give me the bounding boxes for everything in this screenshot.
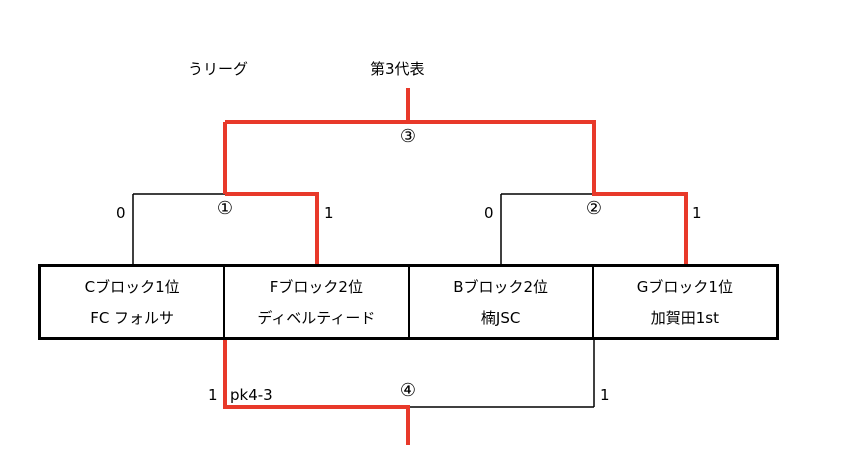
team-cell: Fブロック2位 ディベルティード (225, 267, 410, 337)
team-cell: Gブロック1位 加賀田1st (594, 267, 776, 337)
score-m4-pk: pk4-3 (230, 386, 273, 404)
score-m4-left: 1 (208, 386, 218, 404)
winner-path-m2 (408, 120, 688, 264)
team-block: Cブロック1位 (84, 278, 180, 296)
team-block: Bブロック2位 (453, 278, 549, 296)
rep-label: 第3代表 (370, 60, 425, 78)
team-name: 加賀田1st (650, 309, 719, 327)
score-m1-left: 0 (116, 204, 126, 222)
team-name: FC フォルサ (90, 309, 175, 327)
winner-path-m1 (225, 192, 319, 264)
team-block: Gブロック1位 (636, 278, 733, 296)
team-block: Fブロック2位 (269, 278, 363, 296)
winner-path-m3-final (225, 88, 410, 124)
league-label: うリーグ (188, 60, 249, 78)
winner-path-m4 (223, 340, 410, 445)
team-cell: Cブロック1位 FC フォルサ (41, 267, 226, 337)
match-number-1: ① (216, 198, 234, 219)
score-m2-left: 0 (484, 204, 494, 222)
match-number-2: ② (585, 198, 603, 219)
team-table: Cブロック1位 FC フォルサ Fブロック2位 ディベルティード Bブロック2位… (38, 264, 779, 340)
match-number-3: ③ (399, 126, 417, 147)
score-m1-right: 1 (324, 204, 334, 222)
team-name: 楠JSC (480, 309, 521, 327)
score-m2-right: 1 (692, 204, 702, 222)
team-cell: Bブロック2位 楠JSC (410, 267, 594, 337)
match-number-4: ④ (399, 380, 417, 401)
score-m4-right: 1 (600, 386, 610, 404)
team-name: ディベルティード (257, 309, 376, 327)
